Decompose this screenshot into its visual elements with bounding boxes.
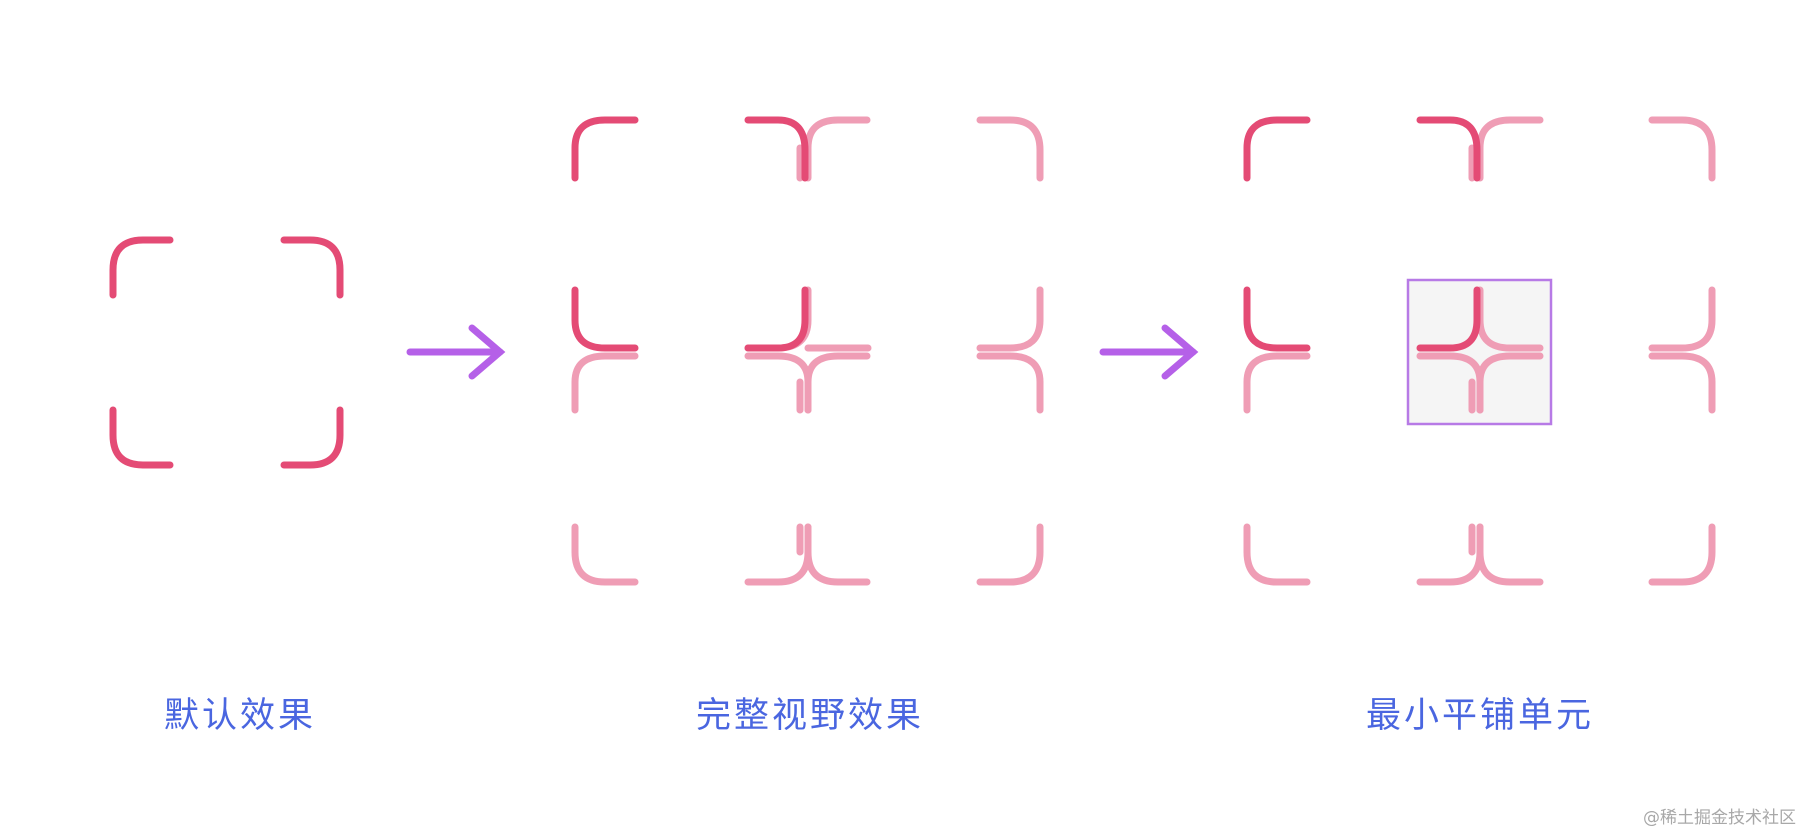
default-corner-brackets [109,236,344,469]
right-arrow-icon [1099,324,1199,380]
caption-min-tile-unit: 最小平铺单元 [1365,696,1594,736]
min-tile-corner-brackets-strong [1243,116,1481,352]
full-view-corner-brackets-faded [571,116,1044,586]
caption-default-effect: 默认效果 [163,696,316,736]
watermark: @稀土掘金技术社区 [1643,808,1796,828]
full-view-corner-brackets-strong [571,116,809,352]
full-view-effect-panel [571,116,1044,586]
caption-full-view-effect: 完整视野效果 [695,696,924,736]
right-arrow-icon [406,324,506,380]
default-effect-panel [109,236,344,469]
min-tile-unit-panel [1243,116,1716,586]
